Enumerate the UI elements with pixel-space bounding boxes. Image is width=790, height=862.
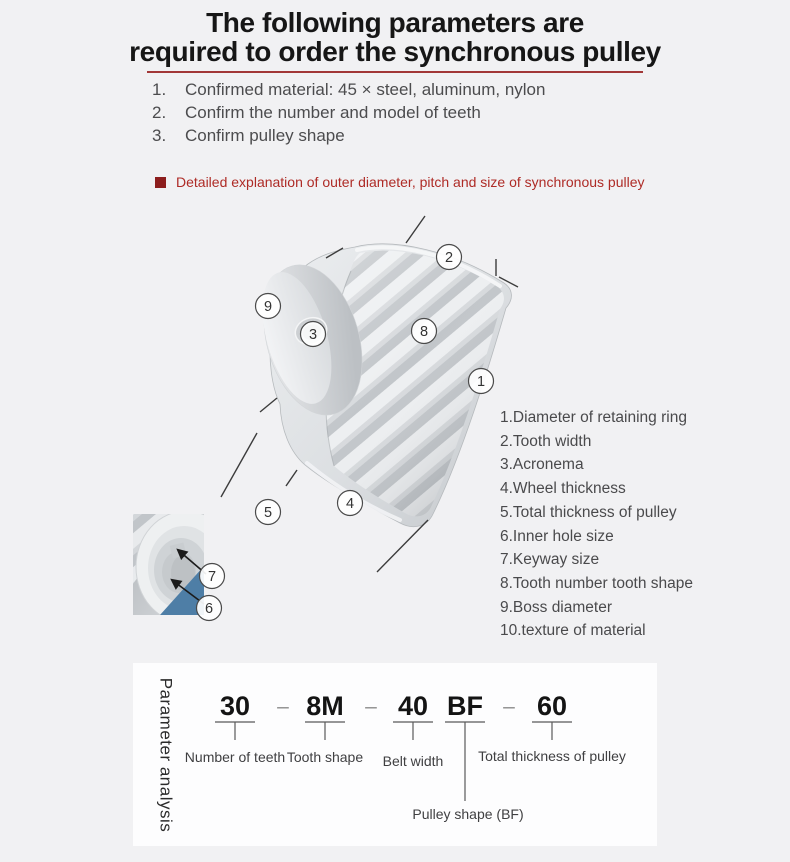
callout-2-number: 2 [445,250,453,266]
callout-3: 3 [299,320,327,348]
requirement-number: 1. [152,79,167,99]
section-note-text: Detailed explanation of outer diameter, … [176,174,645,190]
parameter-bracket-lines [215,721,572,801]
requirement-item: 3. Confirm pulley shape [152,125,712,148]
pulley-teeth-shade [325,250,504,517]
callout-4-number: 4 [346,496,354,512]
legend-item: 5.Total thickness of pulley [500,503,677,521]
code-tooth-shape: 8M [306,691,344,721]
page-title-line1: The following parameters are [206,7,584,38]
bracket-tooth-shape [305,721,345,740]
requirement-text: Confirm pulley shape [185,126,345,146]
code-dash: – [365,695,377,718]
pulley-illustration [262,243,512,528]
legend-item: 3.Acronema [500,456,584,474]
callouts: 1 2 3 4 5 6 7 [195,243,495,622]
label-pulley-shape: Pulley shape (BF) [412,806,524,822]
bracket-thickness [532,721,572,740]
callout-2: 2 [435,243,463,271]
page-title-line2: required to order the synchronous pulley [129,36,661,67]
callout-4: 4 [336,489,364,517]
inset-blue-triangle [160,566,204,615]
callout-9-number: 9 [264,299,272,315]
requirement-number: 3. [152,126,167,146]
requirement-item: 2. Confirm the number and model of teeth [152,101,712,124]
flange-lip-top [355,245,502,288]
bracket-belt-width [393,721,433,740]
requirement-item: 1. Confirmed material: 45 × steel, alumi… [152,78,712,101]
bracket-teeth [215,721,255,740]
leader-line [405,215,426,244]
code-pulley-shape: BF [447,691,483,721]
leader-line [259,397,278,413]
code-belt-width: 40 [397,691,429,721]
legend-item: 9.Boss diameter [500,598,612,616]
label-tooth-shape: Tooth shape [286,749,364,765]
bracket-pulley-shape [445,721,485,801]
callout-9: 9 [254,292,282,320]
label-thickness: Total thickness of pulley [478,748,626,764]
legend-item: 2.Tooth width [500,432,592,450]
requirement-number: 2. [152,103,167,123]
legend-item: 7.Keyway size [500,551,600,569]
leader-line [498,276,519,288]
callout-6: 6 [195,594,223,622]
callout-1: 1 [467,367,495,395]
callout-3-number: 3 [309,327,317,343]
callout-5-number: 5 [264,505,272,521]
code-thickness: 60 [536,691,568,721]
callout-8: 8 [410,317,438,345]
leader-line [325,247,344,259]
figure-legend: 1.Diameter of retaining ring 2.Tooth wid… [500,406,770,643]
leader-lines [220,215,519,573]
legend-item: 8.Tooth number tooth shape [500,574,694,592]
callout-8-number: 8 [420,324,428,340]
label-belt-width: Belt width [382,753,444,769]
code-number-of-teeth: 30 [219,691,251,721]
title-underline [147,71,643,73]
callout-6-number: 6 [205,601,213,617]
callout-7-number: 7 [208,569,216,585]
section-note: Detailed explanation of outer diameter, … [155,174,645,190]
leader-line [285,469,298,487]
code-dash: – [503,695,515,718]
requirements-list: 1. Confirmed material: 45 × steel, alumi… [152,78,712,148]
leader-line [220,432,258,498]
red-square-bullet-icon [155,176,166,188]
callout-1-number: 1 [477,374,485,390]
inset-photo [133,514,207,615]
page-title: The following parameters are required to… [0,8,790,66]
legend-item: 10.texture of material [500,622,646,640]
legend-item: 6.Inner hole size [500,527,614,545]
code-dash: – [277,695,289,718]
legend-item: 1.Diameter of retaining ring [500,409,687,426]
callout-7: 7 [198,562,226,590]
legend-item: 4.Wheel thickness [500,480,626,498]
callout-5: 5 [254,498,282,526]
label-number-of-teeth: Number of teeth [184,749,286,765]
requirement-text: Confirm the number and model of teeth [185,103,481,123]
leader-line [376,519,429,573]
parameter-analysis-box: Parameter analysis 30 – 8M – 40 BF – 60 … [133,663,657,846]
requirement-text: Confirmed material: 45 × steel, aluminum… [185,79,546,99]
pulley-figure: 1 2 3 4 5 6 7 [133,215,519,622]
